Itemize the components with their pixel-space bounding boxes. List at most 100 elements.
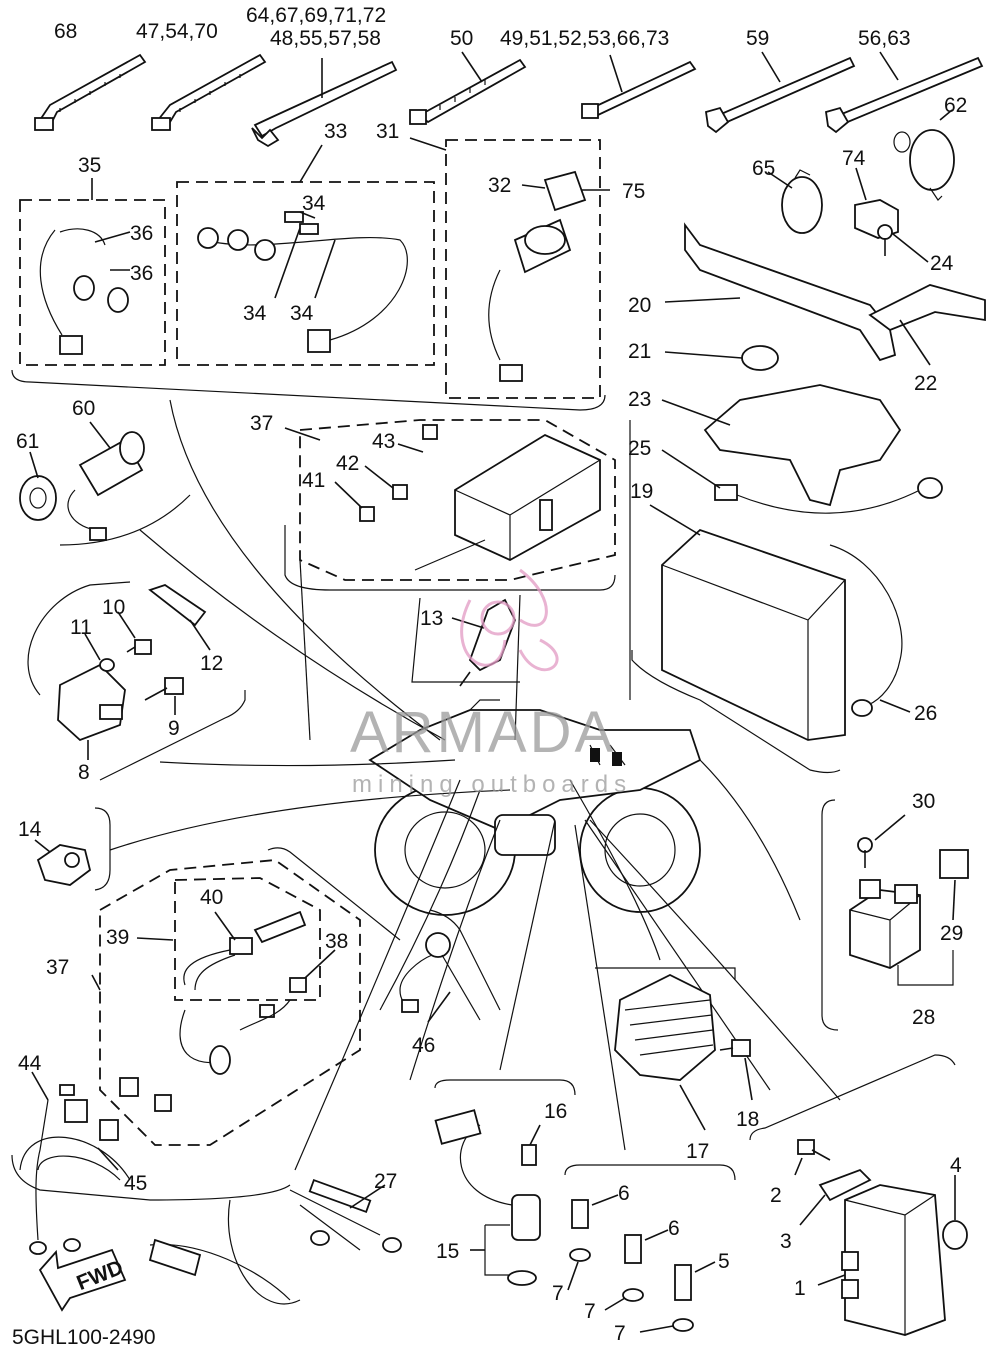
cable-clamp-56[interactable]: [824, 51, 984, 134]
callout-49-51-52-53-66-73: 49,51,52,53,66,73: [500, 27, 669, 50]
watermark-brand: ARMADA: [350, 700, 616, 765]
callout-12: 12: [200, 652, 223, 675]
cable-tie-50[interactable]: [409, 51, 527, 125]
callout-22: 22: [914, 372, 937, 395]
callout-10: 10: [102, 596, 125, 619]
sensor-15[interactable]: [434, 1109, 541, 1286]
callout-74: 74: [842, 147, 866, 170]
callout-15: 15: [436, 1240, 459, 1263]
grommet-4[interactable]: [942, 1175, 968, 1250]
callout-33: 33: [324, 120, 347, 143]
callout-41: 41: [302, 469, 325, 492]
bolt-30[interactable]: [857, 814, 906, 868]
battery-band-20[interactable]: [664, 222, 897, 362]
callout-1: 1: [794, 1277, 806, 1300]
callout-61: 61: [16, 430, 39, 453]
callout-46: 46: [412, 1034, 435, 1057]
bolt-9[interactable]: [144, 677, 184, 715]
terminal-cable-25[interactable]: [661, 449, 943, 514]
callout-11: 11: [70, 616, 92, 639]
callout-65: 65: [752, 157, 775, 180]
callout-35: 35: [78, 154, 101, 177]
callout-40: 40: [200, 886, 223, 909]
spark-plug-13[interactable]: [451, 598, 516, 687]
fuse-box-37[interactable]: [284, 419, 616, 581]
callout-13: 13: [420, 607, 443, 630]
cable-tie-68[interactable]: [34, 53, 147, 131]
callout-47-54-70: 47,54,70: [136, 20, 218, 43]
cap-21[interactable]: [664, 345, 779, 371]
callout-44: 44: [18, 1052, 42, 1075]
starter-relay-28[interactable]: [849, 879, 954, 986]
callout-60: 60: [72, 397, 95, 420]
callout-17: 17: [686, 1140, 709, 1163]
callout-3: 3: [780, 1230, 792, 1253]
horn-60[interactable]: [67, 421, 145, 541]
callout-7a: 7: [552, 1282, 564, 1305]
callout-45: 45: [124, 1172, 147, 1195]
watermark-tagline: mining outboards: [352, 771, 632, 798]
wire-harness-45[interactable]: [19, 1136, 131, 1255]
callout-27: 27: [374, 1170, 397, 1193]
callout-6a: 6: [618, 1182, 630, 1205]
cable-clamp-64[interactable]: [251, 58, 398, 148]
main-switch-31-group[interactable]: [409, 137, 610, 399]
callout-5: 5: [718, 1250, 730, 1273]
callout-64-67-69-71-72: 64,67,69,71,72: [246, 4, 386, 27]
callout-19: 19: [630, 480, 653, 503]
bracket-3[interactable]: [799, 1168, 872, 1226]
watermark: ARMADA mining outboards: [350, 568, 632, 798]
fuse-29[interactable]: [939, 849, 969, 921]
sensor-5[interactable]: [639, 1261, 716, 1333]
callout-24: 24: [930, 252, 954, 275]
bolt-2[interactable]: [794, 1139, 831, 1176]
callout-34b: 34: [243, 302, 267, 325]
grommet-62[interactable]: [893, 109, 955, 201]
callout-39: 39: [106, 926, 129, 949]
bracket-22[interactable]: [868, 284, 986, 366]
bolt-10[interactable]: [117, 611, 152, 655]
callout-31: 31: [376, 120, 399, 143]
cable-clamp-59[interactable]: [704, 51, 856, 134]
cable-tie-49[interactable]: [581, 54, 697, 119]
wire-harness-33-group[interactable]: [176, 144, 435, 366]
negative-cable-26[interactable]: [829, 544, 911, 717]
nut-61[interactable]: [19, 451, 57, 521]
battery-cover-23[interactable]: [661, 384, 902, 507]
sensor-6a[interactable]: [567, 1194, 619, 1291]
bolt-18[interactable]: [719, 1039, 753, 1101]
ignition-coil-8[interactable]: [27, 581, 131, 760]
callout-26: 26: [914, 702, 937, 725]
callout-21: 21: [628, 340, 651, 363]
clip-74[interactable]: [854, 167, 899, 239]
cable-tie-47[interactable]: [151, 53, 267, 131]
rectifier-17[interactable]: [614, 973, 716, 1131]
bolt-16[interactable]: [521, 1124, 541, 1166]
switch-46[interactable]: [399, 932, 481, 1023]
callout-34c: 34: [290, 302, 314, 325]
relay-box-37-lower[interactable]: [91, 859, 361, 1146]
callout-50: 50: [450, 27, 473, 50]
callout-14: 14: [18, 818, 42, 841]
wire-harness-27[interactable]: [148, 1178, 402, 1301]
bolt-24[interactable]: [877, 224, 929, 263]
callout-4: 4: [950, 1154, 962, 1177]
atv-vehicle: [368, 699, 702, 916]
sensor-6b[interactable]: [604, 1229, 669, 1311]
washer-11[interactable]: [84, 633, 115, 672]
callout-68: 68: [54, 20, 77, 43]
wire-lead-44[interactable]: [31, 1071, 119, 1241]
diagram-code: 5GHL100-2490: [12, 1326, 156, 1349]
wire-harness-35-group[interactable]: [19, 178, 166, 366]
callout-59: 59: [746, 27, 769, 50]
callout-7b: 7: [584, 1300, 596, 1323]
plug-cap-12[interactable]: [148, 584, 211, 651]
battery-19[interactable]: [649, 504, 846, 741]
grommet-65[interactable]: [767, 169, 823, 234]
callout-28: 28: [912, 1006, 935, 1029]
cdi-unit-1[interactable]: [817, 1184, 946, 1336]
sensor-14[interactable]: [34, 839, 92, 886]
callout-7c: 7: [614, 1322, 626, 1345]
callout-30: 30: [912, 790, 935, 813]
